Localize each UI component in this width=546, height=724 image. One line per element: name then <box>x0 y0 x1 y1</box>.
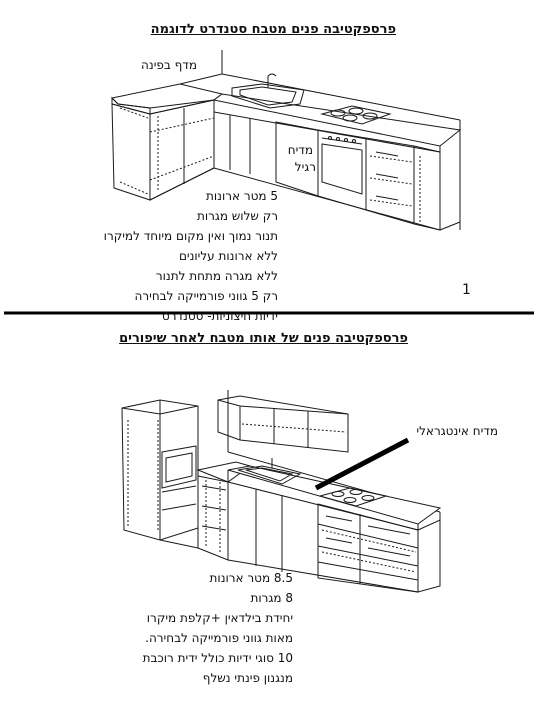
list-item: מאות גווני פורמייקה לבחירה. <box>145 631 293 645</box>
list-item: מנגנון פינתי נשלף <box>202 671 293 685</box>
list-item: ללא מגרה מתחת לתנור <box>155 269 278 283</box>
improved-features-list: 8.5 מטר ארונות 8 מגרות יחידת בילדאין +קל… <box>143 568 293 688</box>
list-item: רק שלוש מגרות <box>196 209 278 223</box>
list-item: יחידת בילדאין +קלפת מיקרו <box>146 611 293 625</box>
list-item: 5 מטר ארונות <box>206 189 278 203</box>
bottom-title: פרספקטיבה פנים של אותו מטבח לאחר שיפורים <box>119 331 408 346</box>
standard-dishwasher-label-1: מדיח <box>287 143 313 157</box>
page-marker: 1 <box>462 282 471 298</box>
integrated-dishwasher-label: מדיח אינטגראלי <box>416 424 498 438</box>
corner-shelf-label: מדף בפינה <box>141 58 197 72</box>
list-item: תנור נמוך ואין מקום מיוחד למיקרו <box>103 229 278 243</box>
list-item: ידיות חיצוניות- סטנדרט <box>161 309 278 323</box>
standard-features-list: 5 מטר ארונות רק שלוש מגרות תנור נמוך ואי… <box>104 186 278 326</box>
list-item: 10 סוגי ידיות כולל ידית רוכבת <box>142 651 293 665</box>
list-item: 8 מגרות <box>250 591 293 605</box>
top-title: פרספקטיבה פנים מטבח סטנדרט לדוגמה <box>150 22 396 37</box>
list-item: 8.5 מטר ארונות <box>209 571 293 585</box>
standard-dishwasher-label-2: רגיל <box>294 160 316 174</box>
list-item: רק 5 גווני פורמייקה לבחירה <box>134 289 278 303</box>
list-item: ללא ארונות עליונים <box>178 249 278 263</box>
